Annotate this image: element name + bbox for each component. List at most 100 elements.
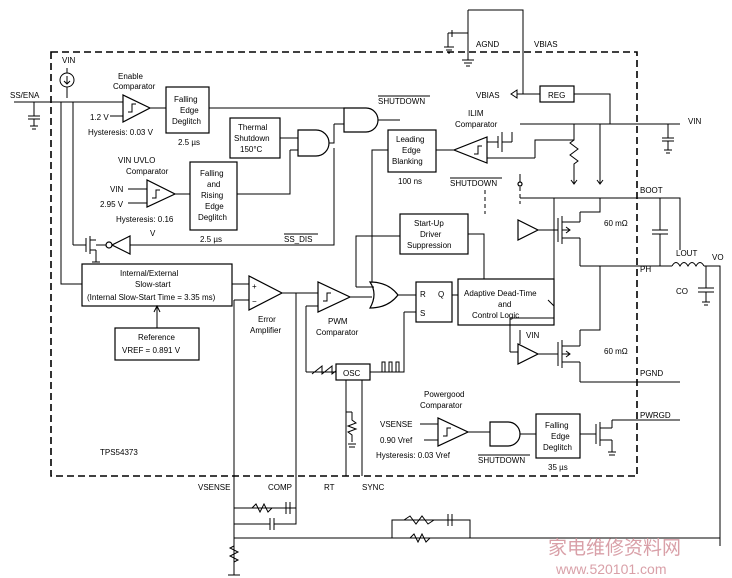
falling-rising-deglitch: Falling and Rising Edge Deglitch 2.5 µs (189, 150, 291, 244)
falling-edge-deglitch-1: Falling Edge Deglitch 2.5 µs (165, 86, 345, 147)
thermal-line2: Shutdown (234, 134, 270, 143)
ea-title-1: Error (258, 315, 276, 324)
pwm-title-2: Comparator (316, 328, 359, 337)
leb-line2: Edge (402, 146, 421, 155)
deglitch1-line3: Deglitch (172, 117, 201, 126)
leb-line3: Blanking (392, 157, 423, 166)
deglitch2-line3: Rising (201, 191, 223, 200)
softstart-line1: Internal/External (120, 269, 178, 278)
boot-pin: BOOT (520, 186, 681, 266)
thermal-line3: 150°C (240, 145, 263, 154)
startup-line1: Start-Up (414, 219, 444, 228)
leb-time: 100 ns (398, 177, 422, 186)
softstart-line2: Slow-start (135, 280, 171, 289)
external-compensation (228, 476, 720, 576)
reg-label: REG (548, 91, 565, 100)
vin-bias-source: VIN (59, 56, 76, 98)
pg-title-2: Comparator (420, 401, 463, 410)
uvlo-ref-label: 2.95 V (100, 200, 124, 209)
deglitch1-time: 2.5 µs (178, 138, 200, 147)
ramp-waveform (311, 364, 343, 376)
watermark-cn: 家电维修资料网 (548, 537, 681, 559)
deglitch2-line2: and (207, 180, 220, 189)
reference-line1: Reference (138, 333, 175, 342)
shutdown-label-3: SHUTDOWN (478, 456, 525, 465)
error-amplifier: + − Error Amplifier (233, 275, 318, 476)
startup-driver-suppression: Start-Up Driver Suppression (399, 213, 485, 279)
inductor-icon (671, 262, 705, 268)
leading-edge-blanking: Leading Edge Blanking 100 ns (371, 129, 454, 282)
or-gate (355, 235, 416, 309)
ff-r: R (420, 290, 426, 299)
deadtime-line3: Control Logic (472, 311, 519, 320)
ss-ena-label: SS/ENA (10, 91, 40, 100)
ls-vin-label: VIN (526, 331, 540, 340)
agnd-label: AGND (476, 40, 499, 49)
ilim-title-1: ILIM (468, 109, 484, 118)
startup-line3: Suppression (407, 241, 451, 250)
ea-minus: − (252, 297, 257, 306)
rt-label: RT (324, 483, 335, 492)
deglitch1-line1: Falling (174, 95, 198, 104)
enable-comparator: Enable Comparator 1.2 V Hysteresis: 0.03… (88, 72, 166, 137)
regulator: REG VBIAS (476, 52, 611, 124)
ss-dis-label: SS_DIS (284, 235, 312, 244)
ls-fet-label: 60 mΩ (604, 347, 628, 356)
reference-block: Reference VREF = 0.891 V (114, 327, 200, 361)
deglitch2-line5: Deglitch (198, 213, 227, 222)
deadtime-line1: Adaptive Dead-Time (464, 289, 537, 298)
deglitch3-line3: Deglitch (543, 443, 572, 452)
boot-label: BOOT (640, 186, 663, 195)
vsense-label: VSENSE (198, 483, 230, 492)
vbias-label-top: VBIAS (534, 40, 558, 49)
deglitch2-line4: Edge (205, 202, 224, 211)
pgnd-pin: PGND (580, 369, 680, 383)
part-number: TPS54373 (100, 448, 138, 457)
ilim-comparator: ILIM Comparator SHUTDOWN (450, 109, 535, 188)
ph-label: PH (640, 265, 651, 274)
agnd-pin-group: AGND VBIAS (444, 9, 558, 67)
lout-label: LOUT (676, 249, 697, 258)
ea-title-2: Amplifier (250, 326, 281, 335)
pg-vsense-label: VSENSE (380, 420, 412, 429)
ss-ena-pin: SS/ENA (10, 91, 95, 285)
uvlo-vin-label: VIN (110, 185, 124, 194)
uvlo-v-label: V (150, 229, 156, 238)
ff-s: S (420, 309, 425, 318)
thermal-shutdown: Thermal Shutdown 150°C (229, 117, 298, 159)
deglitch2-line1: Falling (200, 169, 224, 178)
thermal-line1: Thermal (238, 123, 268, 132)
pwm-title-1: PWM (328, 317, 348, 326)
reference-line2: VREF = 0.891 V (122, 346, 181, 355)
co-label: CO (676, 287, 688, 296)
soft-start-block: Internal/External Slow-start (Internal S… (81, 263, 249, 328)
softstart-line3: (Internal Slow-Start Time = 3.35 ms) (87, 293, 216, 302)
deglitch3-time: 35 µs (548, 463, 568, 472)
shutdown-and-gate: SHUTDOWN (334, 95, 430, 133)
powergood-section: Powergood Comparator VSENSE 0.90 Vref Hy… (376, 390, 680, 472)
watermark-url: www.520101.com (555, 561, 667, 577)
deglitch3-line2: Edge (551, 432, 570, 441)
pg-ref-label: 0.90 Vref (380, 436, 413, 445)
vin-top-label: VIN (62, 56, 76, 65)
vin-uvlo-comparator: VIN UVLO Comparator VIN 2.95 V Hysteresi… (100, 156, 190, 238)
enable-hyst-label: Hysteresis: 0.03 V (88, 128, 154, 137)
ilim-title-2: Comparator (455, 120, 498, 129)
uvlo-title-1: VIN UVLO (118, 156, 155, 165)
deadtime-line2: and (498, 300, 511, 309)
dead-time-control: Adaptive Dead-Time and Control Logic (457, 278, 555, 326)
pg-hyst-label: Hysteresis: 0.03 Vref (376, 451, 451, 460)
enable-comp-title-1: Enable (118, 72, 143, 81)
comp-label: COMP (268, 483, 292, 492)
ssdis-and-gate (290, 124, 335, 157)
ss-dis-path: SS_DIS (73, 148, 335, 263)
hs-fet-label: 60 mΩ (604, 219, 628, 228)
clock-waveform (378, 361, 404, 373)
shutdown-label-1: SHUTDOWN (378, 97, 425, 106)
leb-line1: Leading (396, 135, 424, 144)
osc-label: OSC (343, 369, 361, 378)
enable-ref-label: 1.2 V (90, 113, 109, 122)
deglitch2-time: 2.5 µs (200, 235, 222, 244)
pgnd-label: PGND (640, 369, 663, 378)
